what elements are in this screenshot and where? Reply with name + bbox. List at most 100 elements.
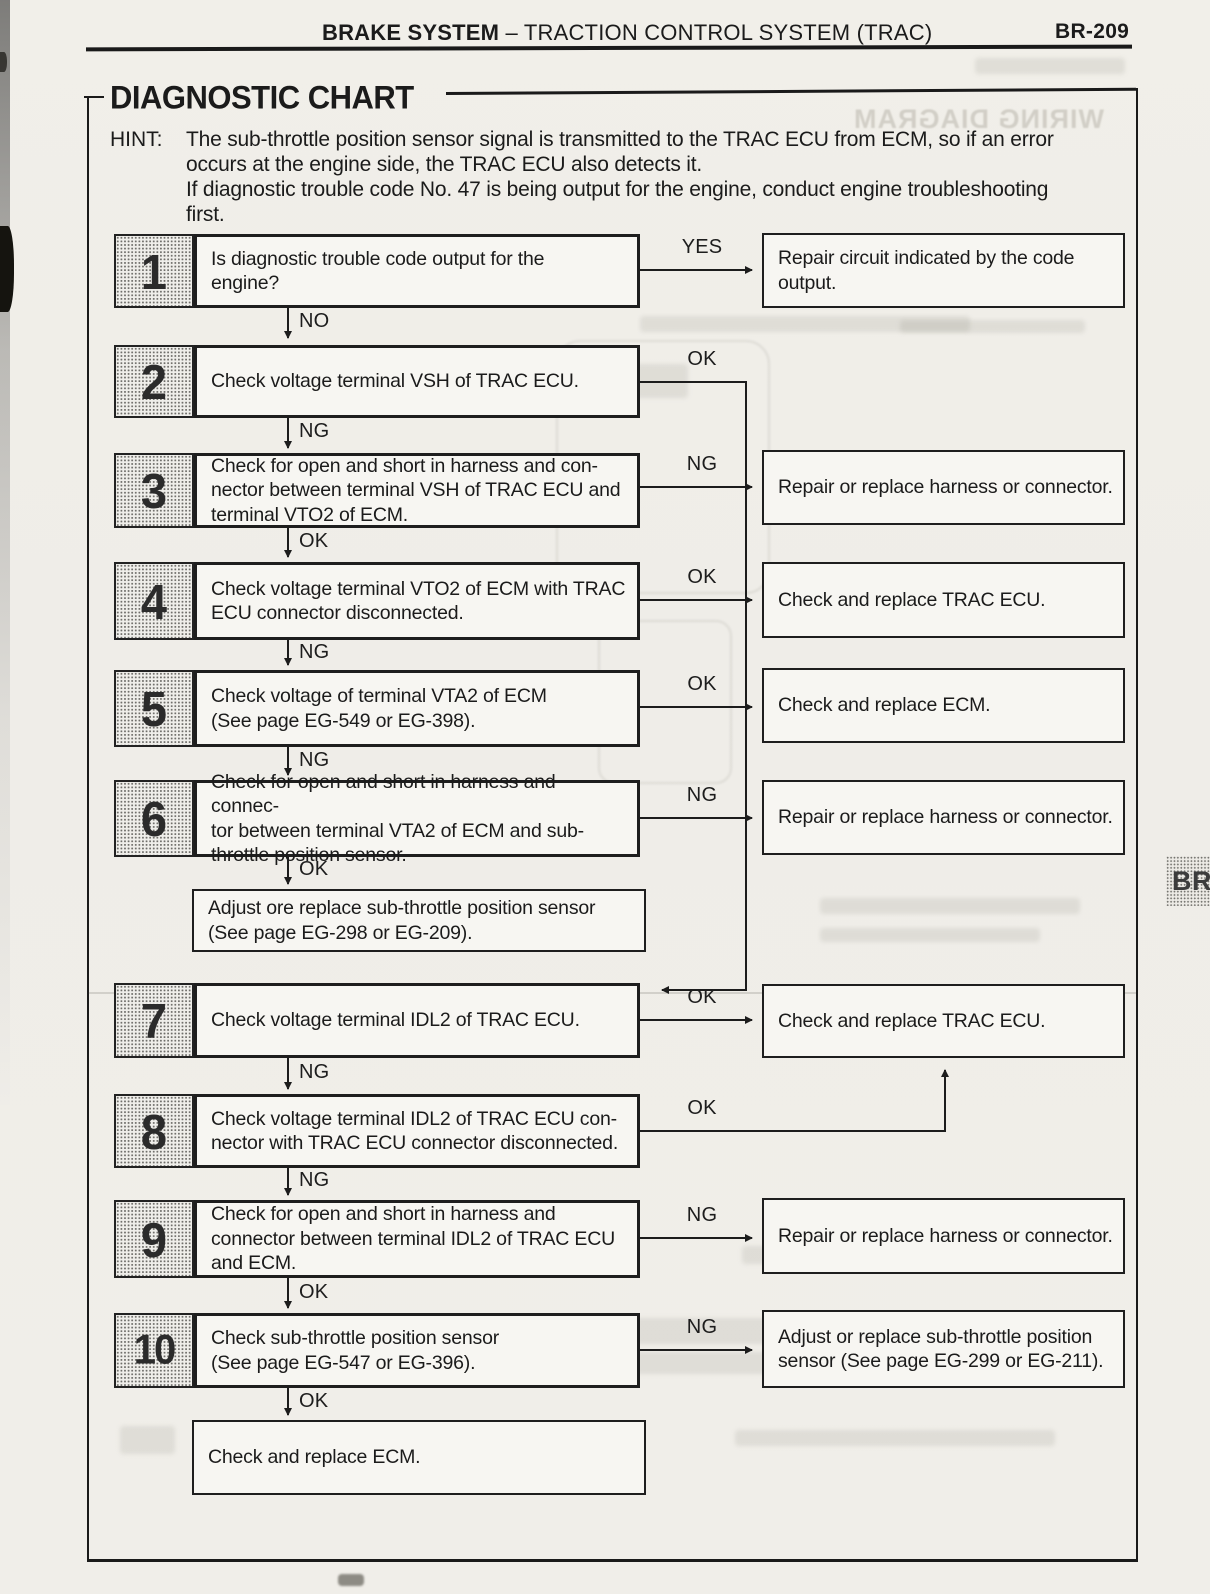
step-5-number-box: 5 [114, 670, 194, 747]
adjust-sensor-box: Adjust ore replace sub-throttle position… [192, 889, 646, 952]
step-9-number-box: 9 [114, 1200, 194, 1278]
final-box-text: Check and replace ECM. [208, 1446, 421, 1469]
step-7-number-box: 7 [114, 983, 194, 1058]
section-thumb-tab: BR [1166, 856, 1210, 906]
step-10-number: 10 [133, 1326, 176, 1374]
step-7-text: Check voltage terminal IDL2 of TRAC ECU. [211, 1009, 580, 1032]
result-4-text: Check and replace ECM. [778, 694, 991, 717]
page-number: BR-209 [1055, 20, 1130, 43]
step-1-number: 1 [140, 243, 168, 299]
step-5-text: Check voltage of terminal VTA2 of ECM (S… [211, 685, 547, 732]
branch-label-ok: OK [687, 348, 717, 370]
final-box: Check and replace ECM. [192, 1420, 646, 1495]
scan-bottom-mark [338, 1574, 364, 1586]
hint-text: The sub-throttle position sensor signal … [186, 128, 1054, 226]
step-6-text: Check for open and short in harness and … [211, 770, 584, 867]
header-system: BRAKE SYSTEM [322, 20, 500, 45]
step-6-number: 6 [140, 790, 168, 847]
section-border-bottom [87, 1559, 1138, 1562]
result-5-text: Repair or replace harness or connector. [778, 806, 1113, 829]
step-3-number-box: 3 [114, 453, 194, 528]
step-6-box: Check for open and short in harness and … [194, 771, 640, 866]
branch-label-ok: OK [687, 673, 717, 695]
bleed-through-smudge [120, 1426, 175, 1454]
step-6-number-box: 6 [114, 780, 194, 857]
section-title: DIAGNOSTIC CHART [110, 79, 414, 116]
step-9-box: Check for open and short in harness and … [194, 1200, 640, 1278]
section-border-right [1136, 88, 1138, 1561]
section-border-left [87, 96, 89, 1561]
hint-label: HINT: [110, 128, 163, 151]
step-2-number-box: 2 [114, 345, 194, 418]
result-box-3: Check and replace TRAC ECU. [762, 562, 1125, 638]
step-2-number: 2 [140, 353, 168, 410]
branch-label-ng: NG [686, 784, 718, 806]
step-5-box: Check voltage of terminal VTA2 of ECM (S… [194, 670, 640, 747]
adjust-sensor-text: Adjust ore replace sub-throttle position… [208, 897, 596, 944]
scan-edge-shadow [0, 0, 10, 1594]
result-box-2: Repair or replace harness or connector. [762, 450, 1125, 525]
branch-label-ng: NG [299, 749, 330, 771]
branch-label-ng: NG [686, 1204, 718, 1226]
step-3-number: 3 [140, 462, 168, 519]
result-box-6: Check and replace TRAC ECU. [762, 984, 1125, 1058]
result-box-8: Adjust or replace sub-throttle position … [762, 1310, 1125, 1388]
bleed-through-smudge [640, 316, 970, 332]
step-2-box: Check voltage terminal VSH of TRAC ECU. [194, 345, 640, 418]
page-header-title: BRAKE SYSTEM – TRACTION CONTROL SYSTEM (… [322, 20, 932, 46]
step-2-text: Check voltage terminal VSH of TRAC ECU. [211, 370, 579, 393]
bleed-through-smudge [735, 1430, 1055, 1446]
scan-edge-mark [0, 52, 7, 72]
step-9-number: 9 [140, 1211, 168, 1267]
branch-label-yes: YES [681, 236, 723, 258]
branch-label-ng: NG [686, 453, 718, 475]
step-10-box: Check sub-throttle position sensor (See … [194, 1313, 640, 1388]
step-7-box: Check voltage terminal IDL2 of TRAC ECU. [194, 983, 640, 1058]
step-7-number: 7 [140, 992, 168, 1049]
branch-label-ok: OK [299, 1281, 329, 1303]
bleed-through-smudge [900, 320, 1085, 333]
step-10-number-box: 10 [114, 1313, 194, 1388]
step-8-number-box: 8 [114, 1094, 194, 1168]
bleed-through-smudge [820, 928, 1040, 942]
step-1-box: Is diagnostic trouble code output for th… [194, 234, 640, 308]
step-1-number-box: 1 [114, 234, 194, 308]
result-2-text: Repair or replace harness or connector. [778, 476, 1113, 499]
step-5-number: 5 [140, 680, 168, 737]
branch-label-ok: OK [299, 530, 329, 552]
step-3-text: Check for open and short in harness and … [211, 454, 621, 526]
section-border-stub [84, 96, 104, 98]
branch-label-ok: OK [299, 858, 329, 880]
result-6-text: Check and replace TRAC ECU. [778, 1009, 1046, 1032]
branch-label-ng: NG [299, 420, 330, 442]
bleed-through-smudge [820, 898, 1080, 914]
branch-label-ok: OK [299, 1390, 329, 1412]
branch-label-ok: OK [687, 1097, 717, 1119]
branch-label-no: NO [299, 310, 330, 332]
branch-label-ok: OK [687, 986, 717, 1008]
step-4-number: 4 [140, 573, 168, 629]
step-1-text: Is diagnostic trouble code output for th… [211, 247, 545, 295]
result-8-text: Adjust or replace sub-throttle position … [778, 1325, 1104, 1373]
step-4-number-box: 4 [114, 562, 194, 640]
branch-label-ok: OK [687, 566, 717, 588]
step-10-text: Check sub-throttle position sensor (See … [211, 1327, 500, 1374]
step-3-box: Check for open and short in harness and … [194, 453, 640, 528]
step-9-text: Check for open and short in harness and … [211, 1203, 615, 1275]
branch-label-ng: NG [299, 1169, 330, 1191]
branch-label-ng: NG [299, 641, 330, 663]
step-8-box: Check voltage terminal IDL2 of TRAC ECU … [194, 1094, 640, 1168]
step-8-text: Check voltage terminal IDL2 of TRAC ECU … [211, 1107, 619, 1155]
thumb-tab-label: BR [1172, 865, 1210, 896]
result-box-4: Check and replace ECM. [762, 668, 1125, 743]
result-1-text: Repair circuit indicated by the code out… [778, 247, 1075, 294]
scan-edge-blob [0, 226, 14, 312]
header-section: – TRACTION CONTROL SYSTEM (TRAC) [499, 20, 933, 45]
bleed-through-smudge [975, 58, 1125, 74]
step-4-box: Check voltage terminal VTO2 of ECM with … [194, 562, 640, 640]
result-box-5: Repair or replace harness or connector. [762, 780, 1125, 855]
result-box-1: Repair circuit indicated by the code out… [762, 233, 1125, 308]
branch-label-ng: NG [686, 1316, 718, 1338]
